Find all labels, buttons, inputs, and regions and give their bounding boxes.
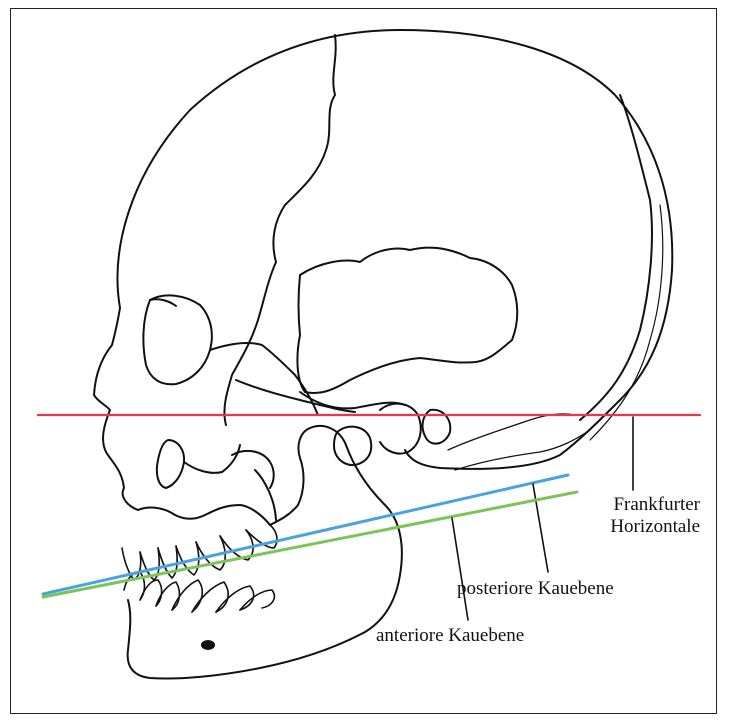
zygoma [210,343,318,415]
occipital-base [455,430,590,470]
ear-canal [380,404,421,454]
frankfurt-label-line2: Horizontale [560,516,700,538]
posterior-occlusal-plane-label: posteriore Kauebene [457,578,614,600]
frankfurt-horizontal-label: Frankfurter Horizontale [560,494,700,538]
nasal-aperture [157,440,184,488]
mental-foramen [202,641,214,649]
coronal-suture [273,35,335,262]
lambdoid-suture [580,95,652,420]
orbit-rim [150,299,176,306]
frontal-profile [94,308,138,510]
temporal-lower [300,392,405,408]
anterior-leader [452,518,468,620]
maxilla-side [184,445,240,473]
temporal-squama [297,248,517,393]
maxilla [138,505,270,525]
styloid [448,414,575,450]
coronoid [232,451,274,488]
frankfurt-label-line1: Frankfurter [560,494,700,516]
orbit [143,295,211,384]
anterior-occlusal-plane-label: anteriore Kauebene [376,625,524,647]
